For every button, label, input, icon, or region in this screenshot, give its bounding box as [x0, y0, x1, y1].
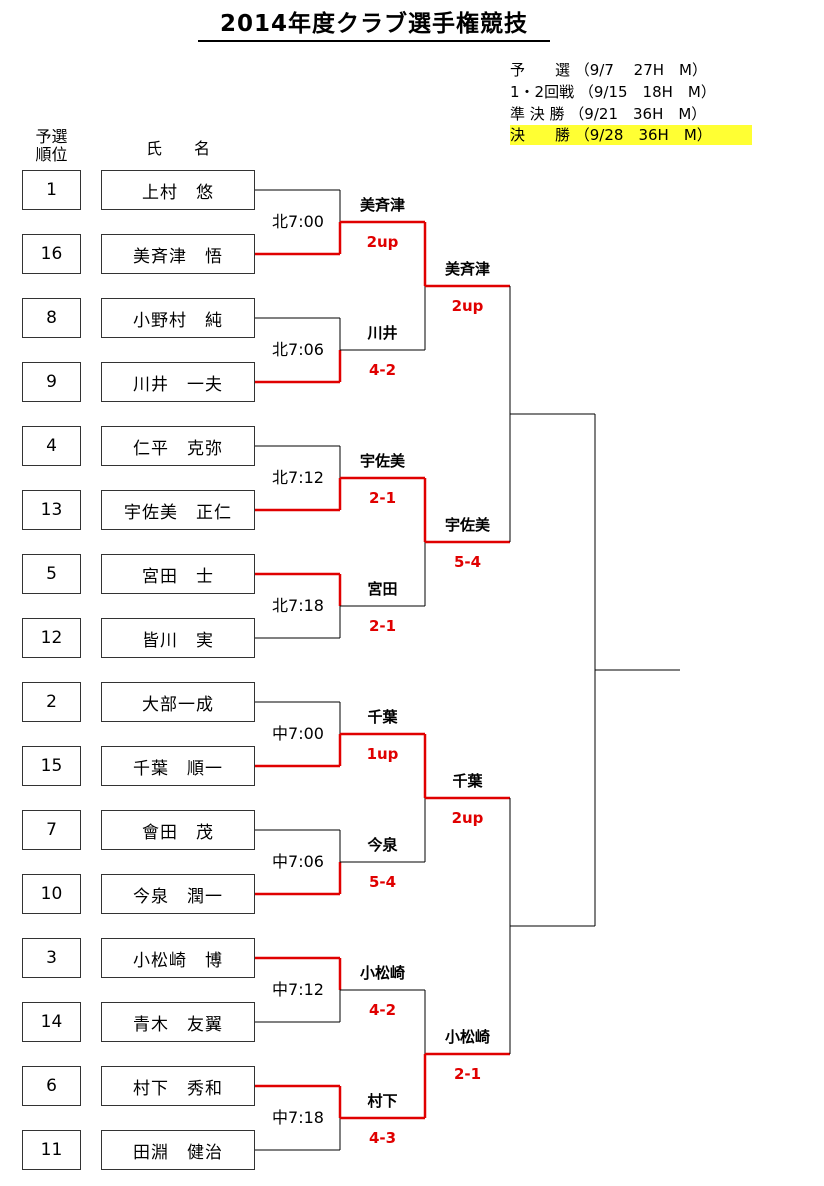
- seed-rank-box: 6: [22, 1066, 81, 1106]
- player-name-box: 會田 茂: [101, 810, 255, 850]
- rank-header: 予選 順位: [22, 128, 81, 164]
- match-winner-name: 宮田: [367, 580, 398, 598]
- seed-rank-box: 9: [22, 362, 81, 402]
- match-time: 北7:12: [272, 468, 324, 487]
- player-name-box: 仁平 克弥: [101, 426, 255, 466]
- match-winner-name: 小松崎: [359, 964, 405, 982]
- page-title: 2014年度クラブ選手権競技: [198, 8, 550, 42]
- match-winner-name: 美斉津: [444, 260, 490, 278]
- match-winner-name: 宇佐美: [444, 516, 490, 534]
- match-score: 2-1: [453, 1065, 482, 1083]
- player-name-box: 田淵 健治: [101, 1130, 255, 1170]
- match-winner-name: 小松崎: [444, 1028, 490, 1046]
- match-time: 北7:18: [272, 596, 324, 615]
- player-name-box: 千葉 順一: [101, 746, 255, 786]
- player-name-box: 青木 友翼: [101, 1002, 255, 1042]
- match-score: 2up: [366, 233, 399, 251]
- match-winner-name: 千葉: [452, 772, 483, 790]
- player-name-box: 美斉津 悟: [101, 234, 255, 274]
- seed-rank-box: 13: [22, 490, 81, 530]
- schedule-line-prelim: 予 選 （9/7 27H M）: [510, 61, 707, 79]
- match-winner-name: 今泉: [367, 836, 398, 854]
- seed-rank-box: 3: [22, 938, 81, 978]
- schedule-line-round12: 1・2回戦 （9/15 18H M）: [510, 83, 716, 101]
- match-winner-name: 村下: [367, 1092, 398, 1110]
- match-winner-name: 千葉: [367, 708, 398, 726]
- rank-header-line1: 予選: [35, 127, 68, 146]
- seed-rank-box: 14: [22, 1002, 81, 1042]
- match-score: 1up: [366, 745, 399, 763]
- player-name-box: 宇佐美 正仁: [101, 490, 255, 530]
- match-score: 2-1: [368, 489, 397, 507]
- seed-rank-box: 11: [22, 1130, 81, 1170]
- seed-rank-box: 8: [22, 298, 81, 338]
- schedule-line-semifinal: 準 決 勝 （9/21 36H M）: [510, 105, 707, 123]
- seed-rank-box: 7: [22, 810, 81, 850]
- match-score: 2-1: [368, 617, 397, 635]
- match-score: 4-3: [368, 1129, 397, 1147]
- match-score: 4-2: [368, 361, 397, 379]
- seed-rank-box: 12: [22, 618, 81, 658]
- match-score: 5-4: [453, 553, 482, 571]
- player-name-box: 大部一成: [101, 682, 255, 722]
- seed-rank-box: 5: [22, 554, 81, 594]
- match-score: 5-4: [368, 873, 397, 891]
- match-time: 中7:18: [272, 1108, 324, 1127]
- schedule-line-final: 決 勝 （9/28 36H M）: [510, 125, 752, 145]
- match-time: 北7:00: [272, 212, 324, 231]
- seed-rank-box: 4: [22, 426, 81, 466]
- player-name-box: 宮田 士: [101, 554, 255, 594]
- player-name-box: 川井 一夫: [101, 362, 255, 402]
- match-time: 中7:12: [272, 980, 324, 999]
- match-score: 4-2: [368, 1001, 397, 1019]
- seed-rank-box: 10: [22, 874, 81, 914]
- match-time: 中7:00: [272, 724, 324, 743]
- seed-rank-box: 2: [22, 682, 81, 722]
- name-header: 氏 名: [145, 139, 210, 158]
- match-time: 北7:06: [272, 340, 324, 359]
- match-winner-name: 宇佐美: [359, 452, 405, 470]
- player-name-box: 村下 秀和: [101, 1066, 255, 1106]
- match-score: 2up: [451, 809, 484, 827]
- seed-rank-box: 15: [22, 746, 81, 786]
- seed-rank-box: 16: [22, 234, 81, 274]
- player-name-box: 小松崎 博: [101, 938, 255, 978]
- rank-header-line2: 順位: [35, 145, 68, 164]
- match-time: 中7:06: [272, 852, 324, 871]
- match-winner-name: 川井: [367, 324, 398, 342]
- player-name-box: 皆川 実: [101, 618, 255, 658]
- player-name-box: 小野村 純: [101, 298, 255, 338]
- player-name-box: 上村 悠: [101, 170, 255, 210]
- match-winner-name: 美斉津: [359, 196, 405, 214]
- seed-rank-box: 1: [22, 170, 81, 210]
- player-name-box: 今泉 潤一: [101, 874, 255, 914]
- match-score: 2up: [451, 297, 484, 315]
